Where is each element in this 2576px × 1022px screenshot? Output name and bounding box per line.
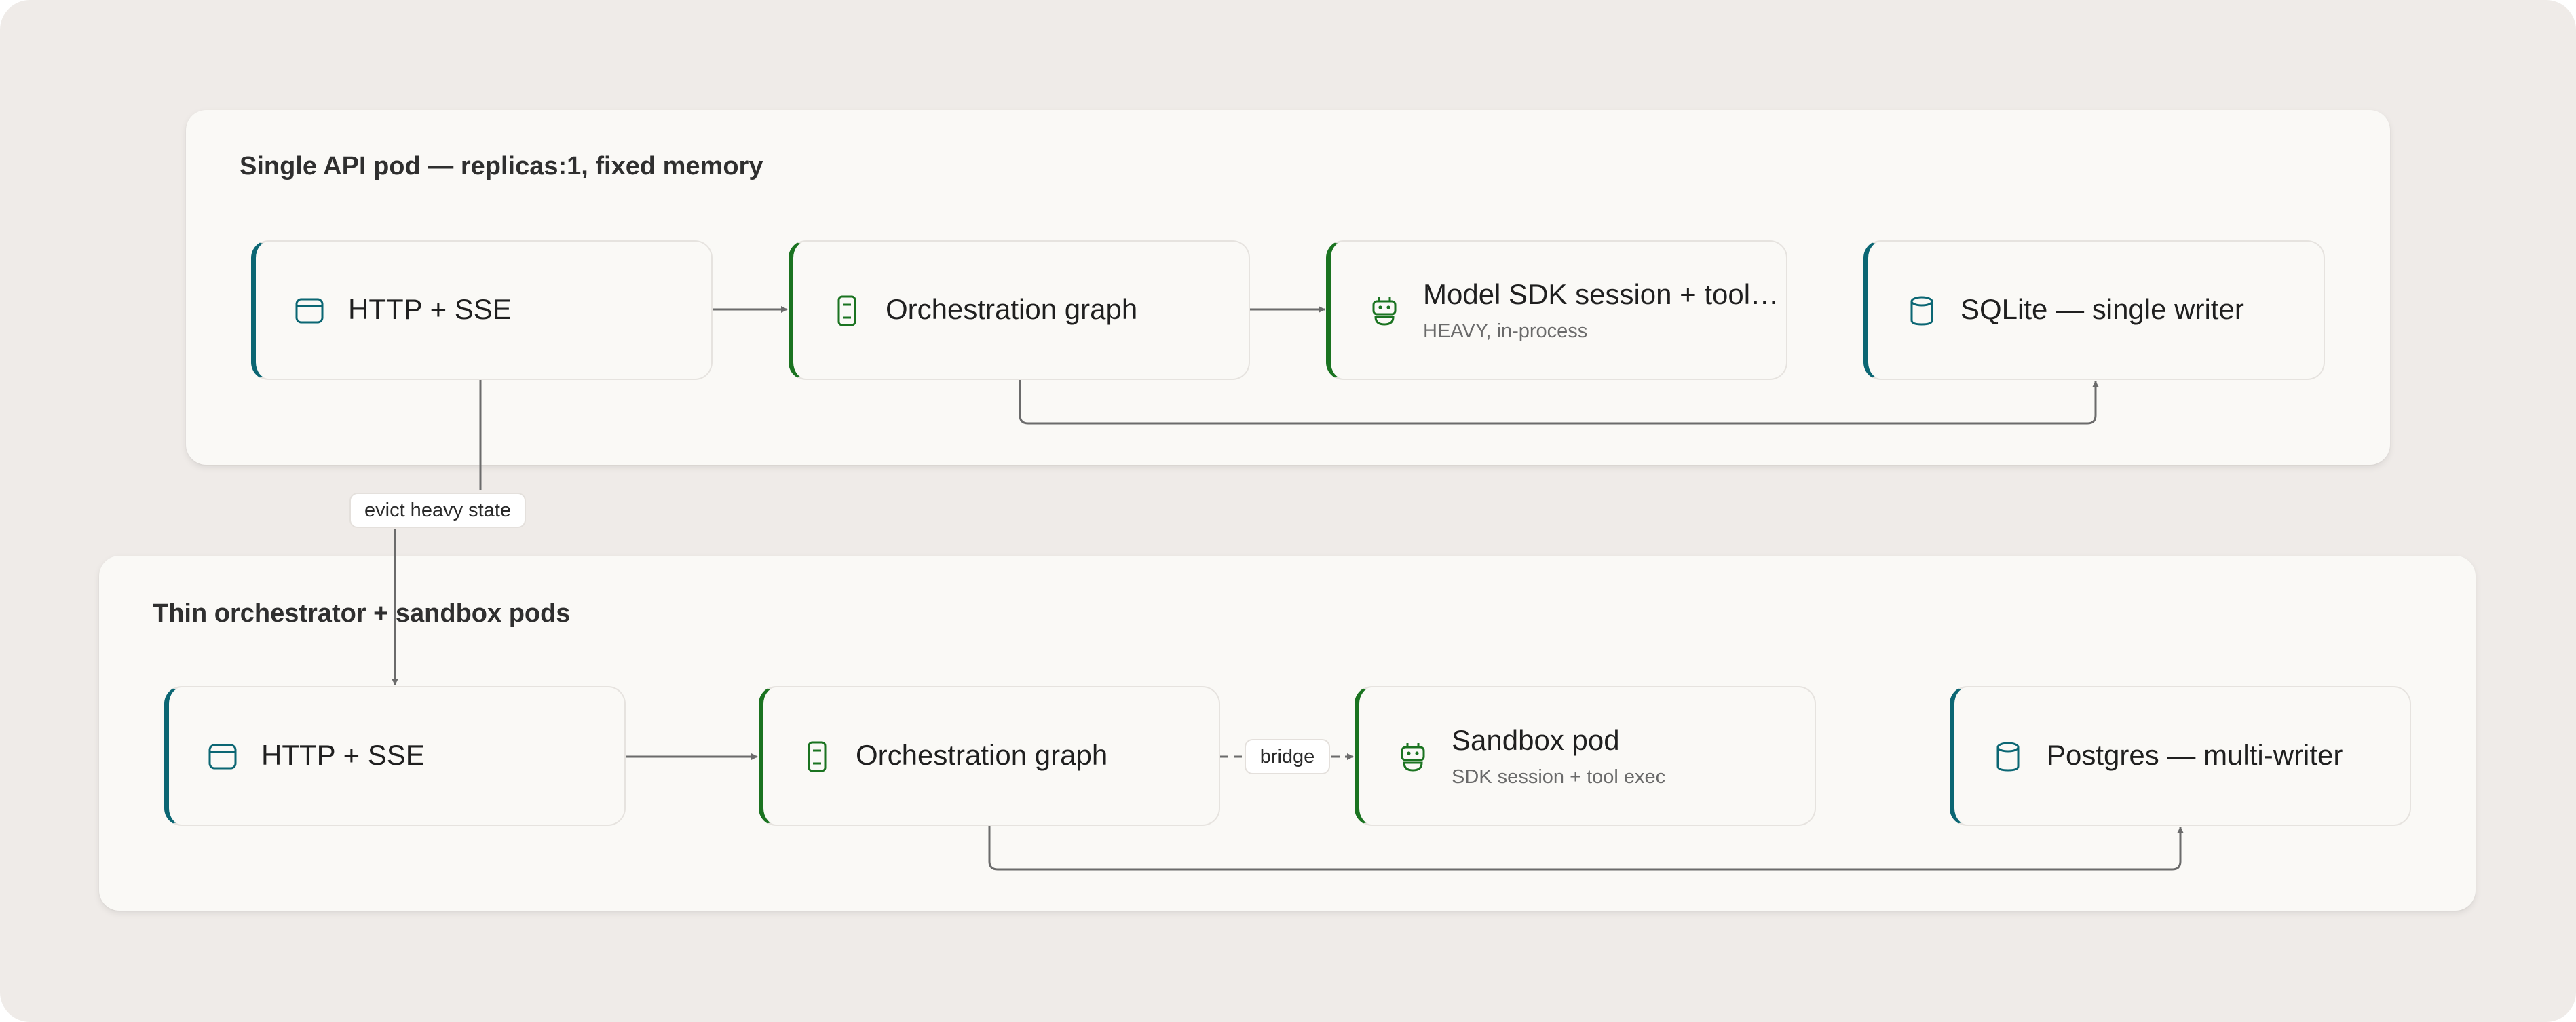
mobile-device-icon xyxy=(831,295,863,326)
node-orchestration-graph-bottom: Orchestration graph xyxy=(759,686,1220,826)
panel-title: Single API pod — replicas:1, fixed memor… xyxy=(240,152,763,181)
node-label: Orchestration graph xyxy=(856,739,1108,771)
node-label: Postgres — multi-writer xyxy=(2047,739,2343,771)
edge-label-evict: evict heavy state xyxy=(349,493,526,528)
node-label: HTTP + SSE xyxy=(261,739,425,771)
node-label: SQLite — single writer xyxy=(1961,293,2244,325)
node-label: Model SDK session + tool… xyxy=(1423,278,1779,310)
node-label: HTTP + SSE xyxy=(348,293,512,325)
robot-icon xyxy=(1369,295,1400,326)
database-icon xyxy=(1906,295,1937,326)
browser-window-icon xyxy=(294,295,325,326)
node-sqlite: SQLite — single writer xyxy=(1863,240,2325,380)
panel-title: Thin orchestrator + sandbox pods xyxy=(153,599,571,628)
node-http-sse-bottom: HTTP + SSE xyxy=(164,686,626,826)
database-icon xyxy=(1992,741,2024,772)
node-sublabel: HEAVY, in-process xyxy=(1423,320,1588,342)
node-label: Orchestration graph xyxy=(886,293,1138,325)
node-postgres: Postgres — multi-writer xyxy=(1950,686,2411,826)
node-http-sse-top: HTTP + SSE xyxy=(251,240,713,380)
robot-icon xyxy=(1397,741,1428,772)
node-sandbox-pod: Sandbox pod SDK session + tool exec xyxy=(1355,686,1816,826)
browser-window-icon xyxy=(207,741,238,772)
node-model-sdk-session: Model SDK session + tool… HEAVY, in-proc… xyxy=(1326,240,1787,380)
node-label: Sandbox pod xyxy=(1452,724,1620,756)
node-orchestration-graph-top: Orchestration graph xyxy=(789,240,1250,380)
mobile-device-icon xyxy=(801,741,833,772)
node-sublabel: SDK session + tool exec xyxy=(1452,766,1666,788)
edge-label-bridge: bridge xyxy=(1245,739,1330,774)
